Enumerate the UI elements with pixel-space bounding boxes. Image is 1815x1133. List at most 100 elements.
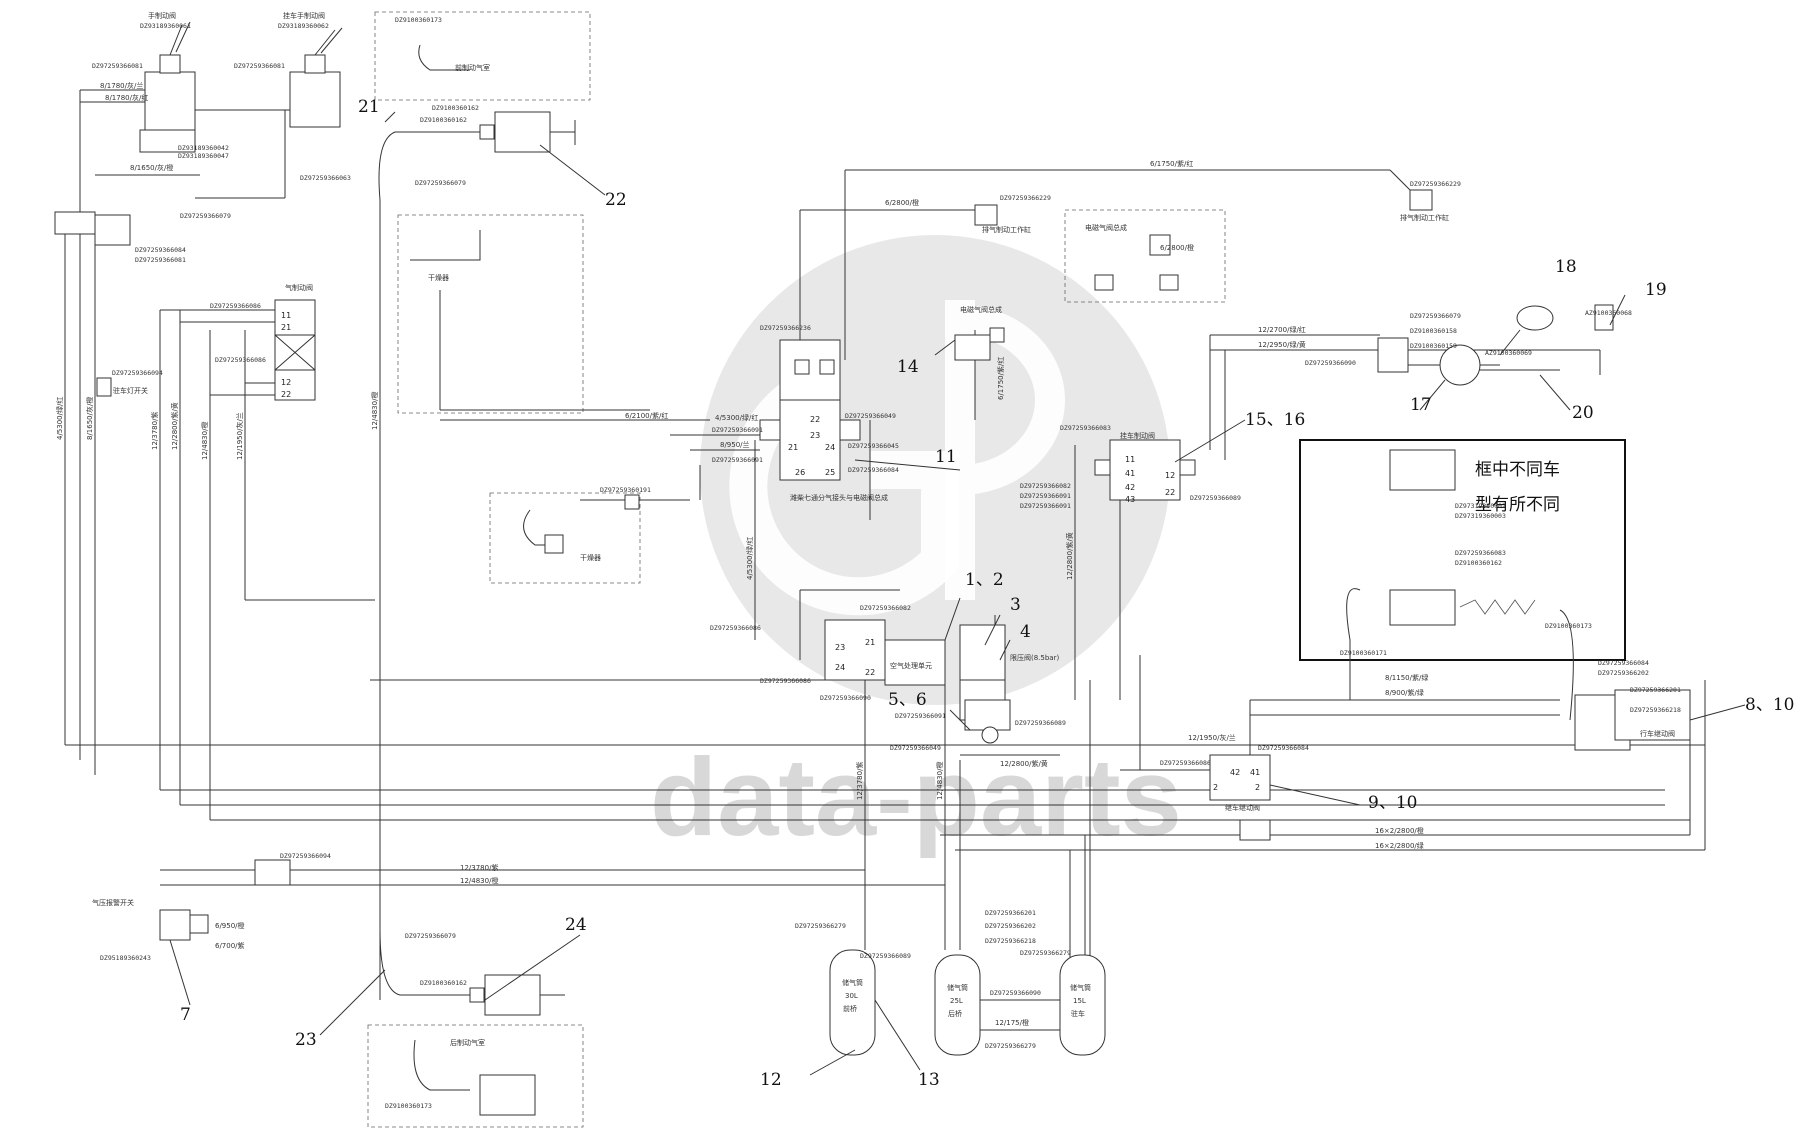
callout-7: 7 bbox=[180, 1005, 191, 1025]
gauge-17 bbox=[1439, 344, 1481, 386]
pn-label: DZ9100360158 bbox=[1410, 327, 1457, 335]
dryer-label: 干燥器 bbox=[428, 273, 449, 282]
svg-text:6/1750/紫/红: 6/1750/紫/红 bbox=[996, 357, 1005, 400]
pn-label: DZ97259366084 bbox=[135, 246, 186, 254]
callout-13: 13 bbox=[918, 1070, 940, 1090]
pn-label: DZ97259366279 bbox=[795, 922, 846, 930]
svg-text:12/3780/紫: 12/3780/紫 bbox=[151, 412, 159, 450]
pn-label: DZ97259366082 bbox=[1020, 482, 1071, 490]
pn-label: DZ97259366091 bbox=[1020, 502, 1071, 510]
pn-label: DZ97259366229 bbox=[1000, 194, 1051, 202]
svg-text:23: 23 bbox=[835, 643, 845, 652]
svg-text:42: 42 bbox=[1230, 768, 1240, 777]
svg-text:12: 12 bbox=[281, 378, 291, 387]
svg-text:22: 22 bbox=[865, 668, 875, 677]
svg-text:41: 41 bbox=[1250, 768, 1260, 777]
tank-25l-use: 后桥 bbox=[948, 1009, 962, 1018]
coupling-head-19 bbox=[1594, 304, 1614, 331]
callout-22: 22 bbox=[605, 190, 627, 210]
svg-text:21: 21 bbox=[788, 443, 798, 452]
callout-8-10: 8、10 bbox=[1745, 695, 1794, 715]
pipe-label: 16×2/2800/绿 bbox=[1375, 841, 1424, 850]
pn-label: DZ97259366049 bbox=[845, 412, 896, 420]
dryer-caption: 干燥器 bbox=[580, 553, 601, 562]
svg-text:4/5300/绿/红: 4/5300/绿/红 bbox=[745, 537, 754, 580]
pipe-label: 6/2100/紫/红 bbox=[625, 411, 668, 420]
callout-18: 18 bbox=[1555, 257, 1577, 277]
callout-9-10: 9、10 bbox=[1368, 793, 1417, 813]
svg-text:12/4830/橙: 12/4830/橙 bbox=[200, 422, 209, 460]
svg-text:12/1950/灰/兰: 12/1950/灰/兰 bbox=[235, 412, 244, 460]
pipe-label: 12/2700/绿/红 bbox=[1258, 325, 1306, 334]
pn-label: DZ97259366201 bbox=[1630, 686, 1681, 694]
callout-19: 19 bbox=[1645, 280, 1667, 300]
pn-label: DZ97259366086 bbox=[210, 302, 261, 310]
callout-4: 4 bbox=[1020, 622, 1031, 642]
trailer-hand-valve-pn: DZ93189360062 bbox=[278, 22, 329, 30]
pn-label: DZ97259366084 bbox=[1598, 659, 1649, 667]
pipe-label: 6/950/橙 bbox=[215, 921, 245, 930]
air-treatment-label: 空气处理单元 bbox=[890, 661, 932, 670]
pn-label: DZ97259366082 bbox=[860, 604, 911, 612]
svg-text:24: 24 bbox=[835, 663, 845, 672]
svg-text:21: 21 bbox=[865, 638, 875, 647]
svg-text:41: 41 bbox=[1125, 469, 1135, 478]
pipe-label: 4/5300/绿/红 bbox=[715, 413, 758, 422]
pipe-label: 8/1780/灰/兰 bbox=[100, 81, 143, 90]
pn-label: DZ97259366081 bbox=[135, 256, 186, 264]
rear-chamber-optional-box bbox=[367, 1024, 584, 1128]
solenoid-valve bbox=[954, 334, 991, 361]
svg-text:22: 22 bbox=[281, 390, 291, 399]
pn-label: DZ97259366084 bbox=[1258, 744, 1309, 752]
pn-label: DZ93189360047 bbox=[178, 152, 229, 160]
svg-text:4/5300/绿/红: 4/5300/绿/红 bbox=[55, 397, 64, 440]
coupling-valve bbox=[1377, 337, 1409, 373]
pipe-label: 12/2800/紫/黄 bbox=[1000, 759, 1048, 768]
svg-text:12/2800/紫/黄: 12/2800/紫/黄 bbox=[170, 402, 179, 450]
pipe-label: 6/1750/紫/红 bbox=[1150, 159, 1193, 168]
pressure-switch bbox=[159, 909, 191, 941]
pipe-label: 16×2/2800/橙 bbox=[1375, 826, 1424, 835]
front-chamber-optional-box bbox=[374, 11, 591, 101]
pn-label: DZ97259366279 bbox=[985, 1042, 1036, 1050]
svg-text:26: 26 bbox=[795, 468, 805, 477]
svg-text:21: 21 bbox=[281, 323, 291, 332]
solenoid-label: 电磁气阀总成 bbox=[960, 305, 1002, 314]
svg-text:43: 43 bbox=[1125, 495, 1135, 504]
pn-label: DZ97259366218 bbox=[985, 937, 1036, 945]
svg-text:22: 22 bbox=[810, 415, 820, 424]
pn-label: DZ97259366202 bbox=[1598, 669, 1649, 677]
trailer-hand-valve-label: 挂车手制动阀 bbox=[283, 11, 325, 20]
pn-label: DZ97259366091 bbox=[712, 426, 763, 434]
pn-label: DZ9100360173 bbox=[395, 16, 442, 24]
pipe-label: 12/2950/绿/黄 bbox=[1258, 340, 1306, 349]
pn-label: DZ97259360191 bbox=[600, 486, 651, 494]
pn-label: DZ9100360173 bbox=[385, 1102, 432, 1110]
svg-text:12: 12 bbox=[1165, 471, 1175, 480]
pn-label: DZ97259366081 bbox=[234, 62, 285, 70]
pn-label: DZ97259366086 bbox=[760, 677, 811, 685]
pn-label: DZ97259366094 bbox=[280, 852, 331, 860]
tank-25l-size: 25L bbox=[950, 997, 963, 1005]
exhaust-brake-label-2: 排气制动工作缸 bbox=[1400, 213, 1449, 222]
relief-valve-label: 限压阀(8.5bar) bbox=[1010, 653, 1059, 662]
callout-14: 14 bbox=[897, 357, 919, 377]
hand-valve-label: 手制动阀 bbox=[148, 11, 176, 20]
callout-23: 23 bbox=[295, 1030, 317, 1050]
front-relay-label: 继车继动阀 bbox=[1225, 803, 1260, 812]
valve-block bbox=[94, 214, 131, 246]
pn-label: DZ97259366086 bbox=[215, 356, 266, 364]
pn-label: DZ9100360162 bbox=[1455, 559, 1502, 567]
callout-20: 20 bbox=[1572, 403, 1594, 423]
pn-label: DZ97259366090 bbox=[820, 694, 871, 702]
pn-label: DZ97259366201 bbox=[985, 909, 1036, 917]
air-tank-15l bbox=[1059, 954, 1106, 1056]
pn-label: DZ97259366091 bbox=[895, 712, 946, 720]
pipe-network bbox=[64, 169, 1706, 1050]
callout-24: 24 bbox=[565, 915, 587, 935]
rear-chamber-label: 后制动气室 bbox=[450, 1038, 485, 1047]
variant-note-line1: 框中不同车 bbox=[1475, 460, 1560, 480]
electro-valve bbox=[1149, 234, 1171, 256]
dryer-box bbox=[489, 492, 641, 584]
